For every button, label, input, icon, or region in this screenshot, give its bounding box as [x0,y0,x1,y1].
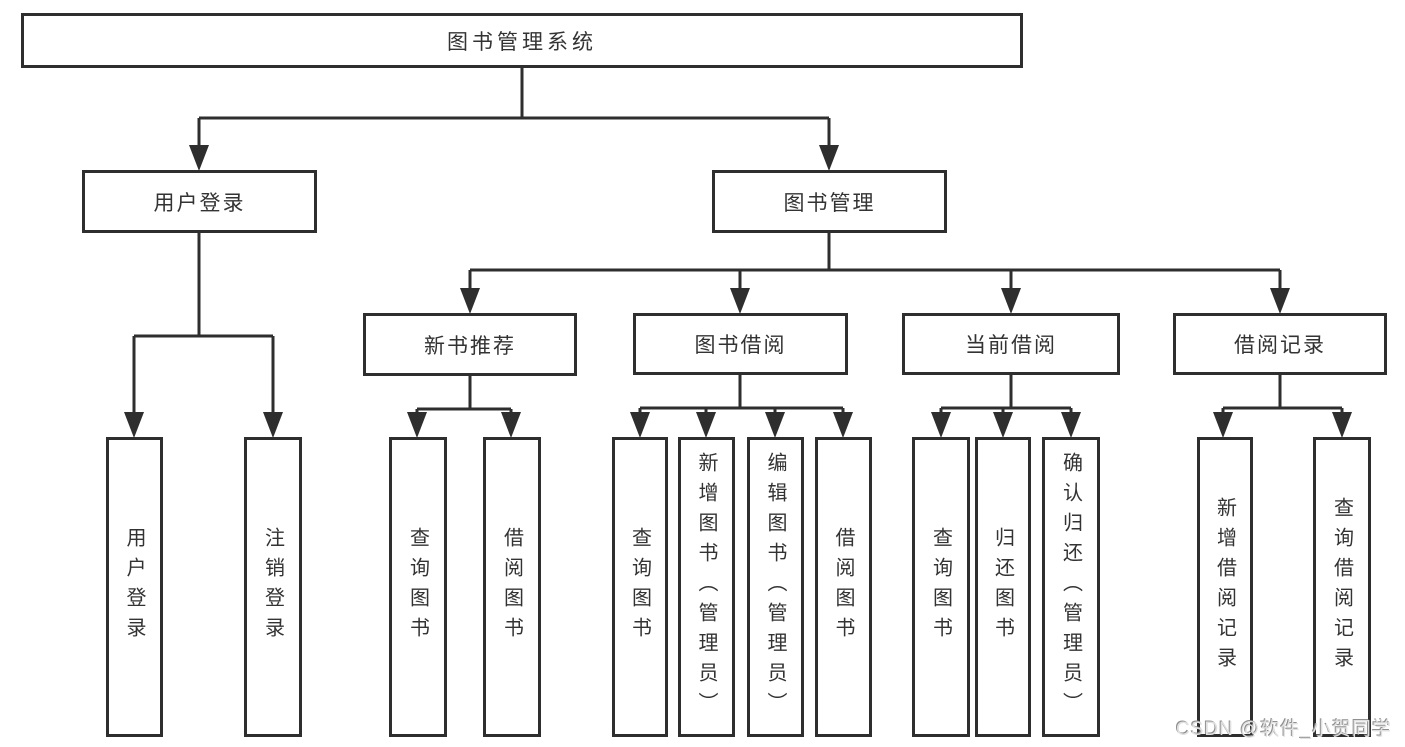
leaf-nb-query-books: 查询图书 [389,437,447,737]
node-new-book-recommend: 新书推荐 [363,313,577,376]
leaf-cb-confirm-return-admin: 确认归还（管理员） [1042,437,1100,737]
leaf-rc-query-record: 查询借阅记录 [1313,437,1371,737]
node-borrowing-records: 借阅记录 [1173,313,1387,375]
node-root-label: 图书管理系统 [447,30,597,54]
leaf-logout-label: 注销登录 [261,527,284,647]
node-user-login: 用户登录 [82,170,317,233]
node-book-borrowing: 图书借阅 [633,313,848,375]
leaf-user-login-label: 用户登录 [123,527,145,647]
leaf-cb-confirm-return-admin-label: 确认归还（管理员） [1059,452,1082,722]
leaf-rc-add-record: 新增借阅记录 [1197,437,1253,737]
leaf-cb-return-books: 归还图书 [975,437,1031,737]
leaf-nb-borrow-books: 借阅图书 [483,437,541,737]
node-book-management: 图书管理 [712,170,947,233]
node-book-borrowing-label: 图书借阅 [694,334,787,357]
node-book-management-label: 图书管理 [783,191,876,215]
leaf-bb-add-books-admin-label: 新增图书（管理员） [695,452,717,722]
leaf-bb-query-books-label: 查询图书 [628,527,651,647]
node-root: 图书管理系统 [21,13,1023,68]
node-current-borrowing: 当前借阅 [902,313,1120,375]
csdn-watermark: CSDN @软件_小贺同学 [1176,719,1392,740]
leaf-nb-query-books-label: 查询图书 [406,527,429,647]
leaf-cb-query-books: 查询图书 [912,437,970,737]
node-new-book-recommend-label: 新书推荐 [424,334,516,358]
leaf-bb-query-books: 查询图书 [612,437,668,737]
leaf-bb-borrow-books: 借阅图书 [815,437,872,737]
leaf-user-login: 用户登录 [106,437,163,737]
node-user-login-label: 用户登录 [153,191,246,215]
leaf-bb-add-books-admin: 新增图书（管理员） [678,437,735,737]
node-current-borrowing-label: 当前借阅 [965,334,1057,357]
leaf-bb-edit-books-admin: 编辑图书（管理员） [747,437,804,737]
node-borrowing-records-label: 借阅记录 [1234,334,1326,357]
leaf-rc-add-record-label: 新增借阅记录 [1213,497,1236,677]
leaf-cb-query-books-label: 查询图书 [929,527,952,647]
leaf-rc-query-record-label: 查询借阅记录 [1330,497,1353,677]
leaf-bb-edit-books-admin-label: 编辑图书（管理员） [764,452,786,722]
leaf-nb-borrow-books-label: 借阅图书 [500,527,523,647]
leaf-bb-borrow-books-label: 借阅图书 [832,527,854,647]
leaf-cb-return-books-label: 归还图书 [991,527,1014,647]
leaf-logout: 注销登录 [244,437,302,737]
